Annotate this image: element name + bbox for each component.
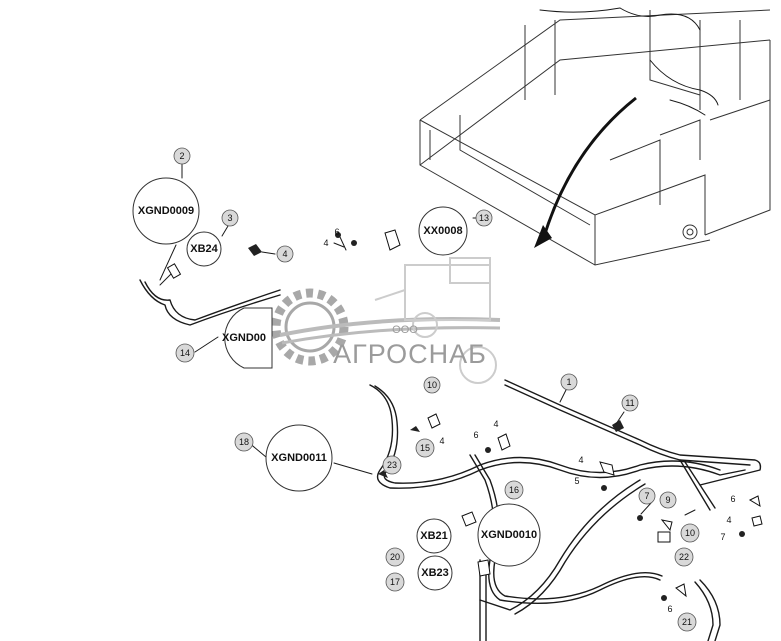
callout-18: 18	[234, 432, 254, 452]
callout-11-text: 11	[625, 398, 634, 408]
callout-6b: 6	[473, 430, 478, 440]
callout-4f-text: 4	[726, 515, 731, 525]
callout-6c-text: 6	[730, 494, 735, 504]
callout-16-text: 16	[509, 485, 519, 495]
upper-harness	[139, 244, 281, 326]
callout-3-text: 3	[227, 213, 232, 223]
callout-3: 3	[221, 209, 239, 227]
callout-1: 1	[560, 373, 578, 391]
callout-6d: 6	[667, 604, 672, 614]
callout-4c: 4	[439, 436, 444, 446]
callout-5: 5	[574, 476, 579, 486]
callout-23-text: 23	[387, 460, 397, 470]
direction-arrow	[534, 96, 637, 248]
callout-4a: 4	[276, 245, 294, 263]
agrosnab-watermark: ООО АГРОСНАБ	[271, 257, 501, 384]
label-xx0008: XX0008	[418, 206, 468, 256]
leader-lines	[181, 163, 696, 516]
callout-9-text: 9	[665, 495, 670, 505]
callout-22-text: 22	[679, 552, 689, 562]
callout-7a: 7	[638, 487, 656, 505]
callout-2: 2	[173, 147, 191, 165]
callout-22: 22	[674, 547, 694, 567]
callout-11: 11	[621, 394, 639, 412]
watermark-name: АГРОСНАБ	[333, 339, 487, 369]
callout-10b: 10	[680, 523, 700, 543]
label-xgnd0011-text: XGND0011	[271, 452, 327, 464]
callout-4e-text: 4	[578, 455, 583, 465]
callout-1-text: 1	[566, 377, 571, 387]
callout-17-text: 17	[390, 577, 400, 587]
callout-10b-text: 10	[685, 528, 695, 538]
label-xgnd0010-text: XGND0010	[481, 529, 537, 541]
callout-15-text: 15	[420, 443, 430, 453]
callout-6a-text: 6	[334, 227, 339, 237]
callout-4c-text: 4	[439, 436, 444, 446]
callout-4d-text: 4	[493, 419, 498, 429]
callout-21-text: 21	[682, 617, 692, 627]
callout-5-text: 5	[574, 476, 579, 486]
callout-4b-text: 4	[323, 238, 328, 248]
callout-13-text: 13	[479, 213, 489, 223]
label-xgnd0011: XGND0011	[265, 424, 333, 492]
callout-17: 17	[385, 572, 405, 592]
callout-21: 21	[677, 612, 697, 632]
callout-4e: 4	[578, 455, 583, 465]
callout-7b-text: 7	[720, 532, 725, 542]
callout-7a-text: 7	[644, 491, 649, 501]
callout-6d-text: 6	[667, 604, 672, 614]
callout-18-text: 18	[239, 437, 249, 447]
callout-4a-text: 4	[282, 249, 287, 259]
callout-6a: 6	[334, 227, 339, 237]
label-xb21-text: XB21	[420, 530, 448, 542]
callout-2-text: 2	[179, 151, 184, 161]
label-xgnd0009-text: XGND0009	[138, 205, 194, 217]
callout-10a: 10	[423, 376, 441, 394]
callout-7b: 7	[720, 532, 725, 542]
watermark-prefix: ООО	[392, 324, 418, 336]
label-xx0008-text: XX0008	[423, 225, 462, 237]
callout-20: 20	[385, 547, 405, 567]
label-xgnd-partial: XGND00	[222, 307, 273, 369]
callout-10a-text: 10	[427, 380, 437, 390]
label-xb21: XB21	[416, 518, 452, 554]
label-xb24-text: XB24	[190, 243, 218, 255]
callout-23: 23	[382, 455, 402, 475]
callout-4f: 4	[726, 515, 731, 525]
label-xgnd0009: XGND0009	[132, 177, 200, 245]
watermark-harvester-icon	[374, 257, 497, 384]
clips-and-connectors	[248, 229, 763, 601]
label-xgnd-partial-text: XGND00	[222, 332, 266, 344]
callout-14-text: 14	[180, 348, 190, 358]
callout-4d: 4	[493, 419, 498, 429]
callout-20-text: 20	[390, 552, 400, 562]
label-xb24: XB24	[186, 231, 222, 267]
callout-16: 16	[504, 480, 524, 500]
callout-14: 14	[175, 343, 195, 363]
callout-6b-text: 6	[473, 430, 478, 440]
callout-15: 15	[415, 438, 435, 458]
callout-13: 13	[475, 209, 493, 227]
label-xb23: XB23	[417, 555, 453, 591]
lower-harness	[369, 379, 762, 641]
machine-frame	[419, 7, 771, 266]
callout-9: 9	[659, 491, 677, 509]
callout-4b: 4	[323, 238, 328, 248]
label-xgnd0010: XGND0010	[477, 503, 541, 567]
callout-6c: 6	[730, 494, 735, 504]
label-xb23-text: XB23	[421, 567, 449, 579]
